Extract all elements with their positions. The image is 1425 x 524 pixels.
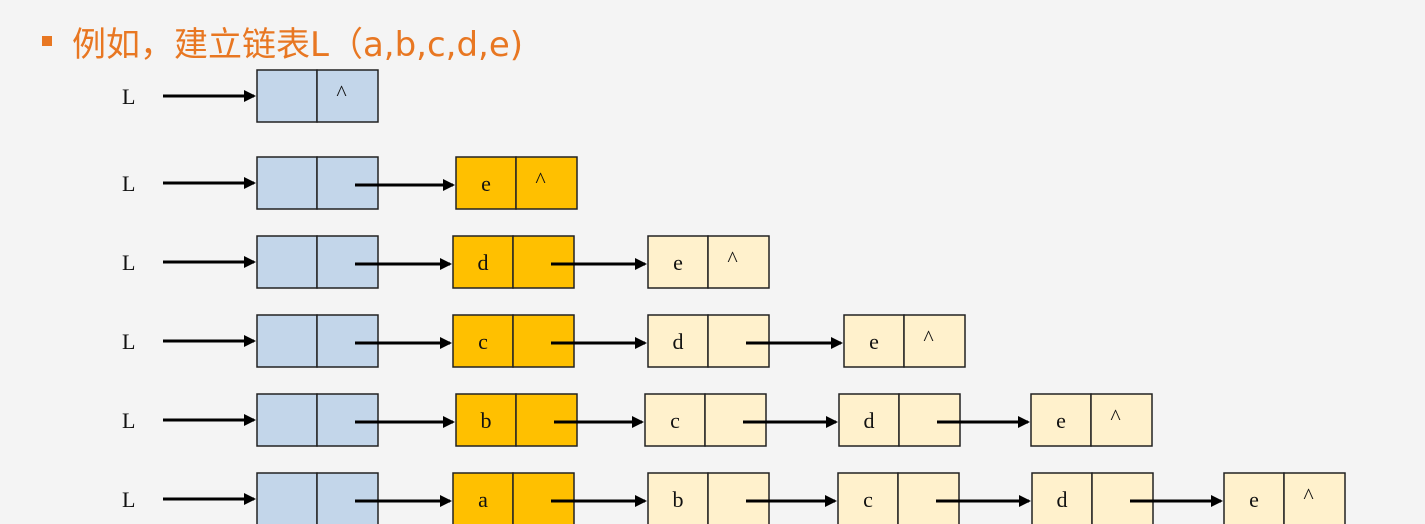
- next-field: [316, 235, 379, 289]
- data-field: [647, 472, 709, 524]
- data-field: [256, 393, 318, 447]
- list-head-label: L: [122, 329, 135, 354]
- head-node: ^: [256, 69, 379, 123]
- node-data-value: e: [481, 171, 491, 196]
- node-data-value: e: [1056, 408, 1066, 433]
- next-field: [707, 472, 770, 524]
- head-node: [256, 472, 379, 524]
- node-data-value: e: [673, 250, 683, 275]
- list-head-label: L: [122, 250, 135, 275]
- next-field: [316, 472, 379, 524]
- list-head-label: L: [122, 171, 135, 196]
- list-node: b: [455, 393, 578, 447]
- data-field: [843, 314, 905, 368]
- node-data-value: e: [869, 329, 879, 354]
- next-field: [704, 393, 767, 447]
- list-node: e^: [1223, 472, 1346, 524]
- data-field: [256, 235, 318, 289]
- node-data-value: c: [863, 487, 873, 512]
- next-field: [316, 314, 379, 368]
- data-field: [452, 472, 514, 524]
- node-data-value: a: [478, 487, 488, 512]
- data-field: [256, 314, 318, 368]
- list-head-label: L: [122, 408, 135, 433]
- next-field: [1090, 393, 1153, 447]
- null-pointer-symbol: ^: [1303, 483, 1314, 508]
- list-head-label: L: [122, 84, 135, 109]
- title-row: 例如，建立链表L（a,b,c,d,e): [42, 14, 523, 68]
- next-field: [316, 156, 379, 210]
- data-field: [1031, 472, 1093, 524]
- list-head-label: L: [122, 487, 135, 512]
- list-node: d: [452, 235, 575, 289]
- list-node: c: [837, 472, 960, 524]
- next-field: [515, 393, 578, 447]
- next-field: [707, 235, 770, 289]
- data-field: [455, 156, 517, 210]
- list-node: e^: [455, 156, 578, 210]
- data-field: [452, 314, 514, 368]
- next-field: [707, 314, 770, 368]
- list-node: e^: [647, 235, 770, 289]
- node-data-value: e: [1249, 487, 1259, 512]
- next-field: [898, 393, 961, 447]
- list-node: a: [452, 472, 575, 524]
- list-node: e^: [1030, 393, 1153, 447]
- list-row-1: L^: [122, 69, 379, 123]
- head-node: [256, 235, 379, 289]
- page-title: 例如，建立链表L（a,b,c,d,e): [72, 24, 524, 65]
- next-field: [897, 472, 960, 524]
- data-field: [838, 393, 900, 447]
- null-pointer-symbol: ^: [1110, 404, 1121, 429]
- node-data-value: d: [1057, 487, 1068, 512]
- data-field: [1030, 393, 1092, 447]
- data-field: [256, 472, 318, 524]
- list-node: d: [1031, 472, 1154, 524]
- next-field: [903, 314, 966, 368]
- bullet-square-icon: [42, 36, 52, 46]
- head-node: [256, 314, 379, 368]
- data-field: [647, 314, 709, 368]
- node-data-value: d: [673, 329, 684, 354]
- null-pointer-symbol: ^: [336, 80, 347, 105]
- null-pointer-symbol: ^: [923, 325, 934, 350]
- null-pointer-symbol: ^: [535, 167, 546, 192]
- node-data-value: b: [673, 487, 684, 512]
- list-node: b: [647, 472, 770, 524]
- data-field: [256, 156, 318, 210]
- data-field: [644, 393, 706, 447]
- next-field: [512, 314, 575, 368]
- next-field: [512, 472, 575, 524]
- list-node: c: [644, 393, 767, 447]
- data-field: [1223, 472, 1285, 524]
- data-field: [452, 235, 514, 289]
- next-field: [316, 69, 379, 123]
- list-node: d: [647, 314, 770, 368]
- node-data-value: c: [670, 408, 680, 433]
- next-field: [1283, 472, 1346, 524]
- node-data-value: d: [478, 250, 489, 275]
- node-data-value: c: [478, 329, 488, 354]
- null-pointer-symbol: ^: [727, 246, 738, 271]
- next-field: [316, 393, 379, 447]
- node-data-value: b: [481, 408, 492, 433]
- head-node: [256, 393, 379, 447]
- next-field: [512, 235, 575, 289]
- next-field: [515, 156, 578, 210]
- list-node: d: [838, 393, 961, 447]
- next-field: [1091, 472, 1154, 524]
- node-data-value: d: [864, 408, 875, 433]
- head-node: [256, 156, 379, 210]
- list-node: c: [452, 314, 575, 368]
- list-node: e^: [843, 314, 966, 368]
- data-field: [256, 69, 318, 123]
